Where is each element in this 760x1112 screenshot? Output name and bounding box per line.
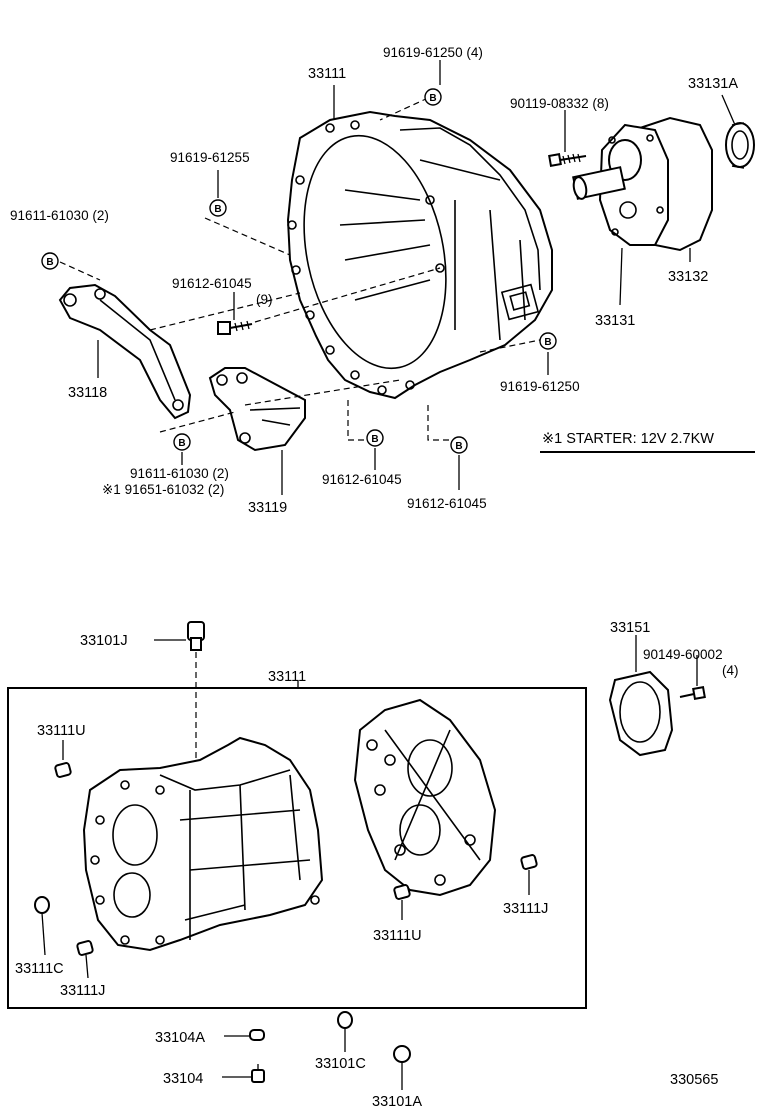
bubble-b-2: B	[209, 199, 227, 217]
bolt-91612-part	[217, 320, 253, 335]
plug-33104a-part	[224, 1029, 265, 1041]
extension-housing-part	[572, 116, 713, 252]
label-33111u-a: 33111U	[37, 723, 86, 739]
intermediate-plate-part	[353, 698, 497, 897]
starter-note-text: ※1 STARTER: 12V 2.7KW	[542, 431, 714, 447]
dowel-pin-33111u-b	[393, 884, 411, 920]
plug-33101a-part	[393, 1045, 411, 1090]
label-33131a: 33131A	[688, 76, 738, 92]
label-90149-60002: 90149-60002	[643, 647, 723, 662]
plug-33101c-part	[337, 1011, 353, 1052]
bubble-b-6: B	[366, 429, 384, 447]
label-91619-61255: 91619-61255	[170, 150, 250, 165]
label-90119-08332: 90119-08332 (8)	[510, 96, 609, 111]
label-33101c: 33101C	[315, 1056, 366, 1072]
label-33111u-b: 33111U	[373, 928, 422, 944]
diagram-number: 330565	[670, 1072, 718, 1088]
label-33111j-a: 33111J	[503, 901, 548, 917]
dowel-pin-33111j-b	[76, 940, 94, 979]
bubble-b-5: B	[173, 433, 191, 451]
label-33111j-b: 33111J	[60, 983, 105, 999]
label-33151: 33151	[610, 620, 650, 636]
label-91612-61045-b: 91612-61045	[407, 496, 487, 511]
label-91651-61032: ※1 91651-61032 (2)	[102, 482, 224, 497]
svg-text:B: B	[429, 93, 436, 104]
label-91611-61030-b: 91611-61030 (2)	[130, 466, 229, 481]
dowel-pin-33111j-a	[520, 854, 538, 895]
bolt-90119-part	[548, 153, 587, 167]
label-91619-61250-4: 91619-61250 (4)	[383, 45, 483, 60]
label-33111c: 33111C	[15, 961, 64, 977]
clutch-housing-part	[286, 110, 553, 400]
label-91612-61045-a: 91612-61045	[322, 472, 402, 487]
label-91619-61250: 91619-61250	[500, 379, 580, 394]
switch-33101j-part	[154, 621, 205, 760]
svg-text:B: B	[455, 441, 462, 452]
oil-seal-part	[725, 122, 755, 169]
transmission-case-part	[82, 736, 324, 952]
label-33118: 33118	[68, 385, 107, 401]
label-33111-top: 33111	[308, 66, 346, 82]
label-qty-9: (9)	[256, 292, 273, 307]
bracket-33118-part	[58, 283, 192, 420]
label-33104: 33104	[163, 1071, 203, 1087]
bubble-b-4: B	[539, 332, 557, 350]
label-33101a: 33101A	[372, 1094, 422, 1110]
label-91612-61045-9: 91612-61045	[172, 276, 252, 291]
plug-33104-part	[222, 1064, 265, 1083]
svg-text:B: B	[371, 434, 378, 445]
leader-lines-top	[59, 60, 736, 495]
svg-text:B: B	[214, 204, 221, 215]
callout-bubbles-top: B B B B B B B	[41, 88, 557, 454]
label-33104a: 33104A	[155, 1030, 205, 1046]
bubble-b-3: B	[41, 252, 59, 270]
transmission-case-box	[7, 687, 587, 1009]
svg-text:B: B	[178, 438, 185, 449]
label-33132: 33132	[668, 269, 708, 285]
cover-33151-part	[608, 635, 674, 757]
svg-text:B: B	[46, 257, 53, 268]
label-91611-61030-a: 91611-61030 (2)	[10, 208, 109, 223]
bracket-33119-part	[208, 367, 306, 452]
label-33111-box: 33111	[268, 669, 306, 685]
label-33119: 33119	[248, 500, 287, 516]
svg-text:B: B	[544, 337, 551, 348]
label-qty-4: (4)	[722, 663, 739, 678]
bolt-90149-part	[679, 655, 706, 700]
label-33131: 33131	[595, 313, 635, 329]
starter-note: ※1 STARTER: 12V 2.7KW	[540, 431, 755, 453]
label-33101j: 33101J	[80, 633, 128, 649]
dowel-pin-33111u-a	[54, 740, 72, 778]
bubble-b-7: B	[450, 436, 468, 454]
bubble-b-1: B	[424, 88, 442, 106]
plug-33111c-part	[34, 896, 50, 956]
